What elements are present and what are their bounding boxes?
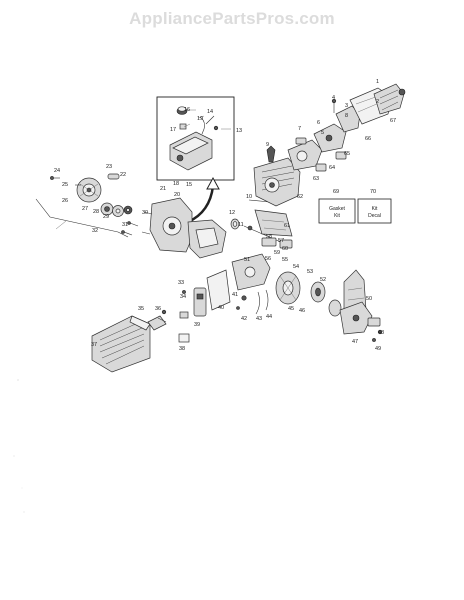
callout-9: 9 xyxy=(266,142,269,148)
scan-specks xyxy=(13,379,25,513)
callout-17: 17 xyxy=(170,127,176,133)
callout-37: 37 xyxy=(91,342,97,348)
clamp-part xyxy=(230,218,240,230)
gasket-kit-line1: Gasket xyxy=(329,206,345,212)
callout-43: 43 xyxy=(256,316,262,322)
decal-kit-line1: Kit xyxy=(372,206,378,212)
callout-65: 65 xyxy=(344,151,350,157)
callout-52: 52 xyxy=(320,277,326,283)
callout-40: 40 xyxy=(218,305,224,311)
callout-36: 36 xyxy=(155,306,161,312)
ignition-group xyxy=(206,253,342,317)
callout-19: 19 xyxy=(197,116,203,122)
callout-44: 44 xyxy=(266,314,272,320)
callout-26: 26 xyxy=(62,198,68,204)
decal-kit-box: Kit Decal xyxy=(357,198,392,224)
callout-25: 25 xyxy=(62,182,68,188)
fuel-tank-inset xyxy=(156,96,235,181)
clutch-housing xyxy=(339,269,383,342)
callout-20: 20 xyxy=(174,192,180,198)
callout-3: 3 xyxy=(345,103,348,109)
callout-38: 38 xyxy=(179,346,185,352)
callout-48: 48 xyxy=(378,330,384,336)
callout-42: 42 xyxy=(241,316,247,322)
callout-70: 70 xyxy=(370,189,376,195)
callout-16: 16 xyxy=(184,107,190,113)
site-watermark: AppliancePartsPros.com xyxy=(129,9,335,28)
callout-61: 61 xyxy=(284,223,290,229)
callout-63: 63 xyxy=(313,176,319,182)
callout-13: 13 xyxy=(236,128,242,134)
callout-49: 49 xyxy=(375,346,381,352)
callout-22: 22 xyxy=(120,172,126,178)
callout-33: 33 xyxy=(178,280,184,286)
carburetor-group xyxy=(287,83,406,172)
callout-11: 11 xyxy=(238,222,244,228)
callout-54: 54 xyxy=(293,264,299,270)
callout-23: 23 xyxy=(106,164,112,170)
starter-assembly xyxy=(35,173,139,238)
callout-28: 28 xyxy=(93,209,99,215)
engine-cover xyxy=(91,309,167,373)
callout-53: 53 xyxy=(307,269,313,275)
callout-41: 41 xyxy=(232,292,238,298)
callout-64: 64 xyxy=(329,165,335,171)
callout-5: 5 xyxy=(321,130,324,136)
callout-12: 12 xyxy=(229,210,235,216)
callout-18: 18 xyxy=(173,181,179,187)
callout-39: 39 xyxy=(194,322,200,328)
callout-57: 57 xyxy=(278,238,284,244)
callout-10: 10 xyxy=(246,194,252,200)
callout-labels: 1 2 3 4 5 6 7 8 9 10 11 12 13 14 15 16 1… xyxy=(54,79,396,352)
assembly-arrow xyxy=(187,176,220,224)
callout-27: 27 xyxy=(82,206,88,212)
callout-24: 24 xyxy=(54,168,60,174)
callout-4: 4 xyxy=(332,95,335,101)
callout-32: 32 xyxy=(92,228,98,234)
callout-47: 47 xyxy=(352,339,358,345)
callout-62: 62 xyxy=(297,194,303,200)
callout-6: 6 xyxy=(317,120,320,126)
callout-60: 60 xyxy=(282,246,288,252)
callout-35: 35 xyxy=(138,306,144,312)
callout-69: 69 xyxy=(333,189,339,195)
callout-8: 8 xyxy=(345,113,348,119)
callout-45: 45 xyxy=(288,306,294,312)
callout-15: 15 xyxy=(186,182,192,188)
gasket-kit-box: Gasket Kit xyxy=(318,198,356,224)
callout-56: 56 xyxy=(265,256,271,262)
callout-14: 14 xyxy=(207,109,213,115)
callout-66: 66 xyxy=(365,136,371,142)
callout-34: 34 xyxy=(180,294,186,300)
housing-assembly xyxy=(141,197,227,259)
callout-55: 55 xyxy=(282,257,288,263)
callout-1: 1 xyxy=(376,79,379,85)
callout-21: 21 xyxy=(160,186,166,192)
callout-58: 58 xyxy=(266,234,272,240)
callout-51: 51 xyxy=(244,257,250,263)
callout-31: 31 xyxy=(122,222,128,228)
callout-46: 46 xyxy=(299,308,305,314)
callout-7: 7 xyxy=(298,126,301,132)
callout-59: 59 xyxy=(274,250,280,256)
switch-group xyxy=(178,287,207,343)
callout-30: 30 xyxy=(142,210,148,216)
callout-67: 67 xyxy=(390,118,396,124)
gasket-kit-line2: Kit xyxy=(334,213,340,219)
callout-2: 2 xyxy=(376,99,379,105)
decal-kit-line2: Decal xyxy=(368,213,381,219)
engine-block xyxy=(253,145,301,249)
callout-29: 29 xyxy=(103,214,109,220)
callout-50: 50 xyxy=(366,296,372,302)
